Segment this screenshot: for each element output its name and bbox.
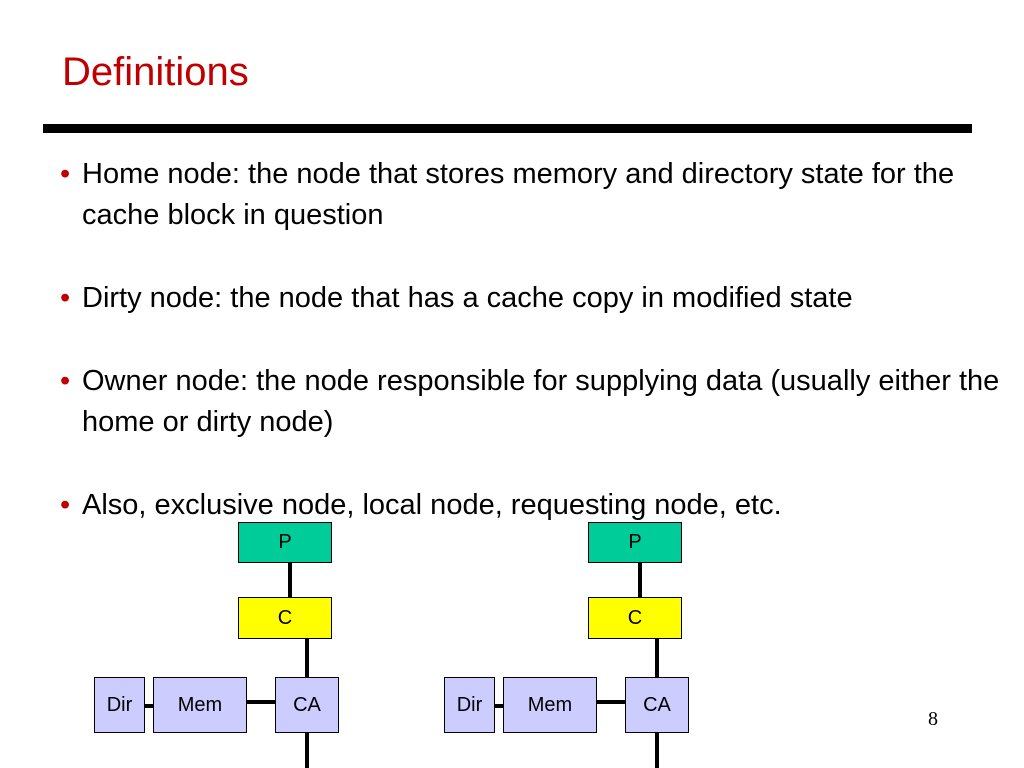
bullet-list: • Home node: the node that stores memory … [60,154,1024,526]
bullet-text: Dirty node: the node that has a cache co… [82,282,853,314]
directory-box: Dir [94,677,145,733]
bullet-item: • Dirty node: the node that has a cache c… [60,278,1024,319]
bullet-dot: • [60,282,71,314]
processor-box: P [238,522,332,563]
bullet-item: • Also, exclusive node, local node, reque… [60,485,1024,526]
slide-title: Definitions [62,50,249,94]
processor-box: P [588,522,682,563]
bullet-dot: • [60,489,71,521]
page-number: 8 [928,708,938,730]
processor-cache-link [638,563,642,597]
bullet-item: • Owner node: the node responsible for su… [60,361,1024,443]
cache-ca-link [655,639,659,677]
dir-mem-link [495,704,503,708]
mem-ca-link [247,700,275,704]
memory-box: Mem [503,677,597,733]
cache-box: C [238,597,332,639]
directory-box: Dir [444,677,495,733]
mem-ca-link [597,700,625,704]
cache-ca-link [305,639,309,677]
bullet-dot: • [60,365,71,397]
bullet-text: Also, exclusive node, local node, reques… [82,489,782,521]
dir-mem-link [145,704,153,708]
title-rule [43,124,972,133]
processor-cache-link [288,563,292,597]
network-link [655,733,659,768]
bullet-item: • Home node: the node that stores memory … [60,154,1024,236]
bullet-text: Home node: the node that stores memory a… [82,158,955,231]
comm-assist-box: CA [625,677,689,733]
comm-assist-box: CA [275,677,339,733]
bullet-dot: • [60,158,71,190]
cache-box: C [588,597,682,639]
bullet-text: Owner node: the node responsible for sup… [82,365,1000,438]
network-link [305,733,309,768]
memory-box: Mem [153,677,247,733]
